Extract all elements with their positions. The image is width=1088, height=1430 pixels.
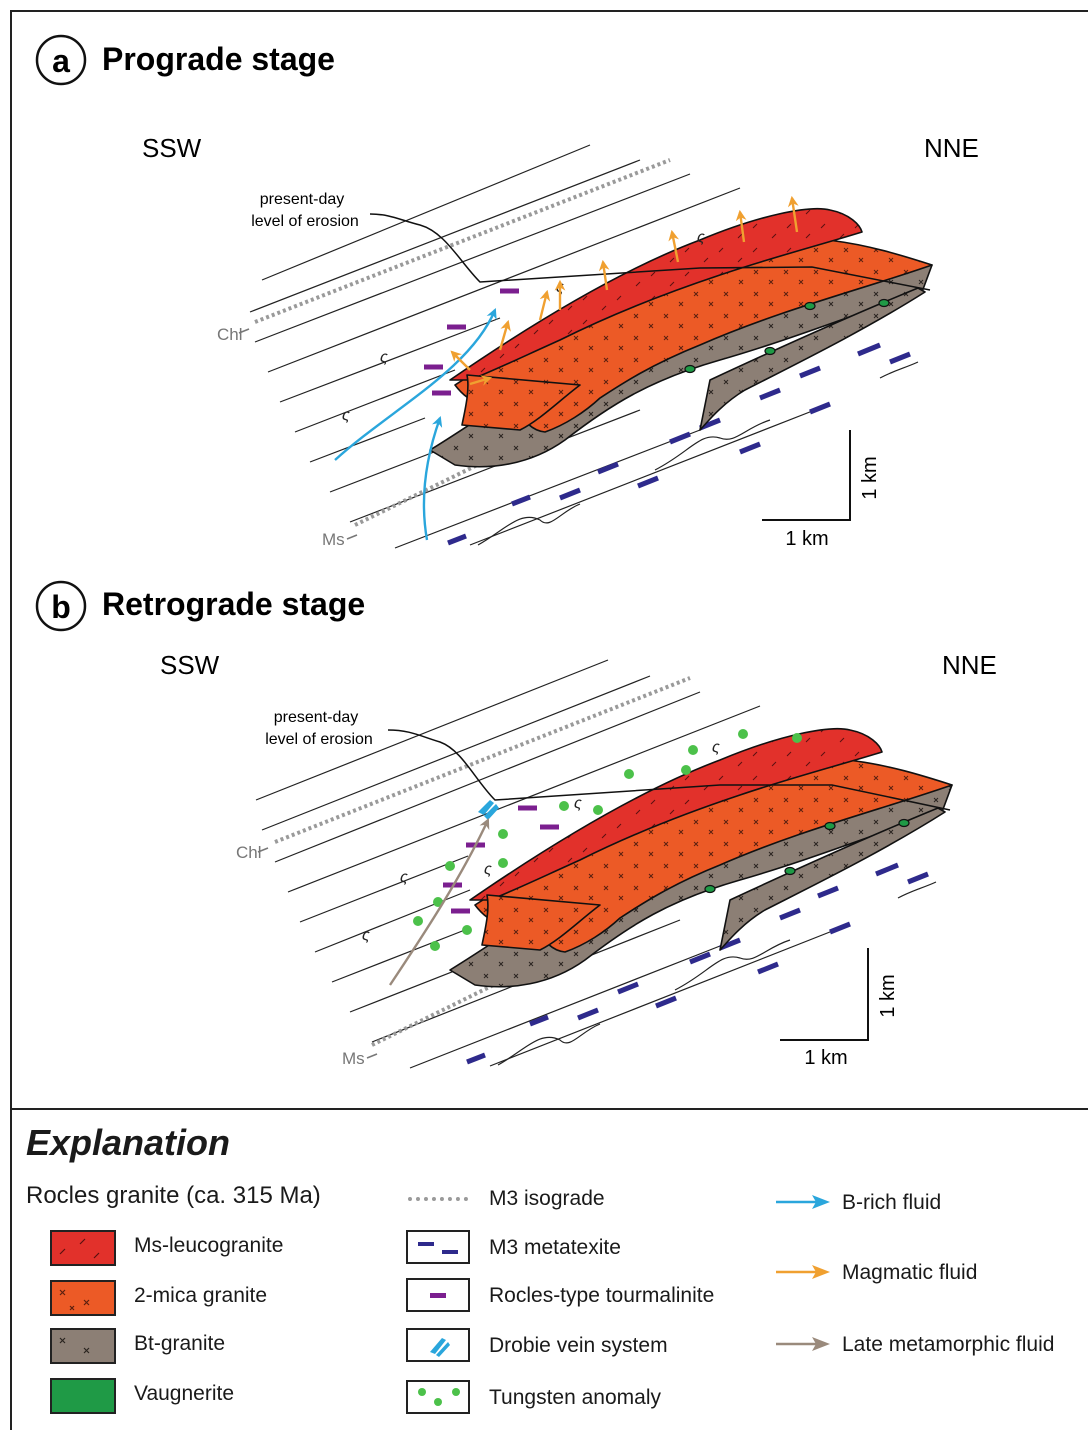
panel-b-letter-circle [35,580,87,632]
panel-a-right-direction: NNE [924,133,979,163]
bt-granite-label: Bt-granite [134,1332,226,1355]
svg-text:ς: ς [362,927,370,944]
panel-b-right-direction: NNE [942,650,997,680]
panel-a-vaugnerite-enclaves [684,298,890,374]
panel-b-chl-isograd [274,676,691,844]
panel-a-letter: a [52,43,70,79]
svg-text:ς: ς [400,869,408,886]
panel-b-retrograde: b Retrograde stage SSW NNE Chl Ms [35,580,997,1069]
panel-a-wavy-lines [477,361,919,546]
panel-a-erosion-label-2: level of erosion [251,213,359,230]
panel-a-letter-circle [35,34,87,86]
panel-b-granite-body [449,727,953,988]
panel-b-scale-bar [780,948,869,1041]
svg-text:ς: ς [712,739,720,756]
two-mica-granite-swatch [50,1280,116,1316]
panel-b-late-metamorphic-fluid-arrow [389,818,490,986]
panel-b-title: Retrograde stage [102,586,365,622]
panel-b-drobie-vein-icon [478,800,499,820]
panel-a-erosion-label-1: present-day [260,191,345,208]
m3-metatexite-label: M3 metatexite [489,1236,621,1259]
panel-b-left-direction: SSW [160,650,220,680]
svg-text:ς: ς [697,229,705,246]
panel-a-scale-bar [762,430,851,521]
magmatic-fluid-label: Magmatic fluid [842,1261,978,1284]
panel-a-left-direction: SSW [142,133,202,163]
ms-leucogranite-label: Ms-leucogranite [134,1234,284,1257]
late-metamorphic-fluid-label: Late metamorphic fluid [842,1333,1055,1356]
panel-a-chl-isograd [254,158,671,324]
panel-a-scale-vertical: 1 km [859,456,881,499]
panel-b-s-symbols: ς ς ς ς ς [362,739,720,944]
panel-b-tungsten-anomaly-dots [413,729,802,951]
panel-b-wavy-lines [497,881,937,1066]
panel-a-granite-body [429,207,933,468]
panel-a-prograde: a Prograde stage SSW NNE Chl Ms [35,34,979,550]
legend-title: Explanation [26,1122,231,1163]
panel-b-vaugnerite-enclaves [704,818,910,894]
svg-text:ς: ς [380,349,388,366]
legend-granite-heading: Rocles granite (ca. 315 Ma) [26,1182,321,1209]
rocles-tourmalinite-label: Rocles-type tourmalinite [489,1284,715,1307]
panel-a-tourmalinite-bars [424,288,519,396]
svg-text:ς: ς [574,795,582,812]
cross-sections: a Prograde stage SSW NNE Chl Ms [35,34,997,1069]
dash-pair-icon [406,1230,470,1264]
m3-isograde-label: M3 isograde [489,1187,605,1210]
panel-b-scale-horizontal: 1 km [804,1047,847,1069]
ms-leucogranite-swatch [50,1230,116,1266]
svg-text:ς: ς [342,407,350,424]
panel-b-ms-label: Ms [342,1049,365,1068]
panel-a-title: Prograde stage [102,41,335,77]
figure-frame [10,10,1088,1430]
panel-a-scale-horizontal: 1 km [785,528,828,550]
tungsten-anomaly-label: Tungsten anomaly [489,1386,661,1409]
panel-a-magmatic-fluid-arrows [450,195,799,386]
panel-a-chl-label: Chl [217,325,243,344]
legend-divider [10,1108,1088,1110]
panel-a-b-rich-fluid-arrows [334,308,497,541]
panel-a-erosion-line [369,213,931,291]
panel-b-scale-vertical: 1 km [877,974,899,1017]
panel-b-chl-label: Chl [236,843,262,862]
bt-granite-swatch [50,1328,116,1364]
vaugnerite-swatch [50,1378,116,1414]
svg-text:ς: ς [484,861,492,878]
panel-b-erosion-label-2: level of erosion [265,731,373,748]
panel-b-letter: b [51,589,71,625]
two-mica-granite-label: 2-mica granite [134,1284,268,1307]
panel-b-erosion-label-1: present-day [274,709,359,726]
b-rich-fluid-label: B-rich fluid [842,1191,942,1214]
vaugnerite-label: Vaugnerite [134,1382,235,1405]
purple-dash-icon [406,1278,470,1312]
drobie-vein-label: Drobie vein system [489,1334,668,1357]
dotted-line-icon [408,1197,468,1201]
panel-a-ms-label: Ms [322,530,345,549]
panel-b-erosion-line [387,729,951,811]
green-dots-icon [406,1380,470,1414]
vein-icon [406,1328,470,1362]
